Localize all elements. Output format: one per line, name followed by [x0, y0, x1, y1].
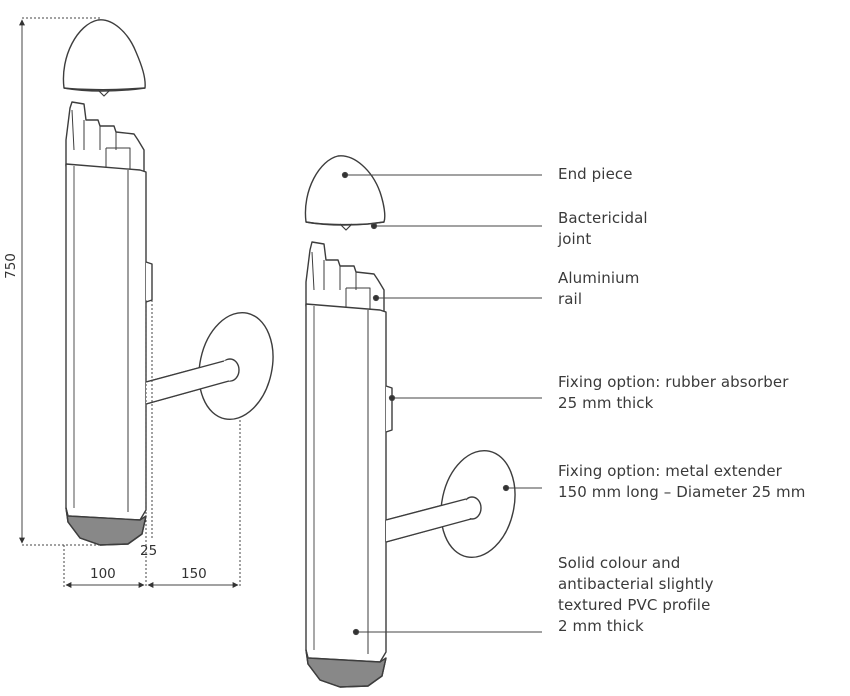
- right-extender: [385, 449, 516, 559]
- label-line: End piece: [558, 165, 633, 183]
- leader-dot-profile: [352, 628, 360, 636]
- label-line: textured PVC profile: [558, 596, 711, 614]
- right-end-cap: [304, 155, 386, 231]
- label-line: joint: [558, 230, 592, 248]
- left-main-body: [65, 163, 147, 546]
- leader-dot-extender: [502, 484, 510, 492]
- left-rail-top: [65, 101, 145, 173]
- dim-extender-label: 150: [181, 566, 207, 582]
- label-line: antibacterial slightly: [558, 575, 714, 593]
- leader-dot-end-piece: [341, 171, 349, 179]
- label-line: rail: [558, 290, 583, 308]
- leader-dot-absorber: [388, 394, 396, 402]
- label-line: 2 mm thick: [558, 617, 644, 635]
- leader-dot-joint: [370, 222, 378, 230]
- label-end-piece: End piece: [558, 164, 633, 185]
- label-line: 25 mm thick: [558, 394, 654, 412]
- label-aluminium-rail: Aluminium rail: [558, 268, 639, 310]
- right-labelled-view: [304, 155, 516, 688]
- left-extender: [145, 311, 274, 421]
- leader-dot-rail: [372, 294, 380, 302]
- left-dimensioned-view: [62, 19, 274, 546]
- right-main-body: [305, 303, 387, 688]
- label-line: Bactericidal: [558, 209, 648, 227]
- label-pvc-profile: Solid colour and antibacterial slightly …: [558, 553, 714, 637]
- label-line: Aluminium: [558, 269, 640, 287]
- callout-leaders: [341, 171, 542, 636]
- right-rail-top: [305, 241, 385, 313]
- left-end-cap: [62, 19, 146, 97]
- dimension-lines: [19, 17, 241, 588]
- label-metal-extender: Fixing option: metal extender 150 mm lon…: [558, 461, 805, 503]
- dim-depth-label: 100: [90, 566, 116, 582]
- left-rubber-absorber: [145, 261, 153, 303]
- label-bactericidal-joint: Bactericidal joint: [558, 208, 648, 250]
- label-line: 150 mm long – Diameter 25 mm: [558, 483, 806, 501]
- dim-height-label: 750: [2, 253, 19, 279]
- label-rubber-absorber: Fixing option: rubber absorber 25 mm thi…: [558, 372, 788, 414]
- label-line: Solid colour and: [558, 554, 681, 572]
- dim-gap-label: 25: [140, 543, 158, 559]
- label-line: Fixing option: metal extender: [558, 462, 782, 480]
- label-line: Fixing option: rubber absorber: [558, 373, 789, 391]
- right-rubber-absorber: [385, 385, 393, 433]
